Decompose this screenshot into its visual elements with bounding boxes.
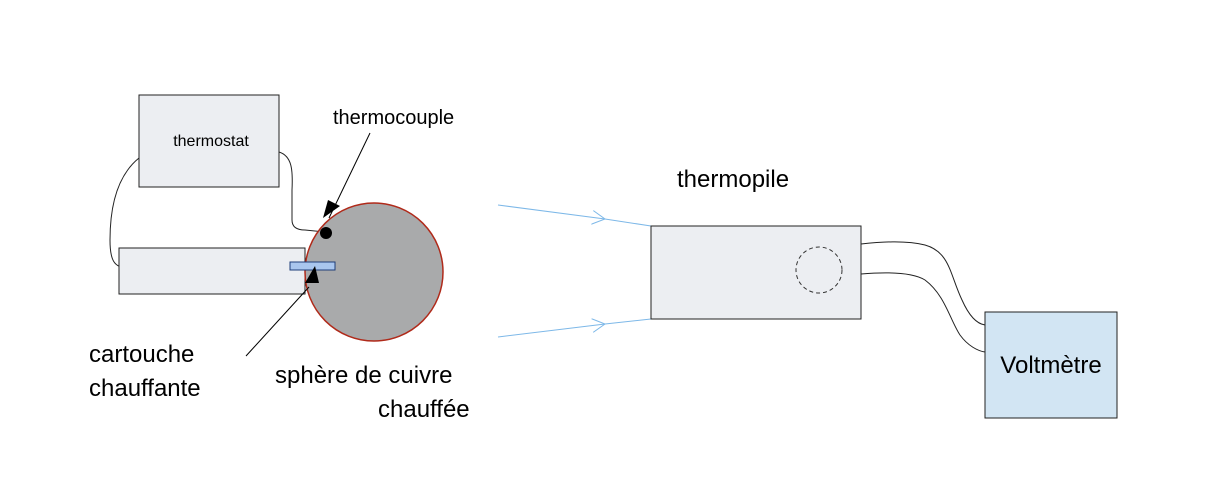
radiation-ray-lower-tail <box>604 318 652 325</box>
heater-label-line1: cartouche <box>89 341 194 368</box>
thermopile-sensor-window <box>795 246 843 294</box>
thermostat-box: thermostat <box>138 94 280 188</box>
voltmeter-box <box>984 311 1118 419</box>
radiation-ray-lower <box>497 324 605 338</box>
thermopile-wire-upper <box>860 241 986 326</box>
thermostat-label: thermostat <box>173 133 249 150</box>
heater-pointer-marker <box>305 266 319 283</box>
thermopile-wire-lower <box>860 272 986 353</box>
thermocouple-label: thermocouple <box>333 107 454 129</box>
thermocouple-pointer-line <box>328 132 371 219</box>
heater-label-line2: chauffante <box>89 375 201 402</box>
thermopile-box <box>650 225 862 320</box>
heater-housing <box>118 247 306 295</box>
sphere-label-line1: sphère de cuivre <box>275 362 452 389</box>
voltmeter-label: Voltmètre <box>1000 352 1101 379</box>
heater-cartridge <box>289 261 336 271</box>
radiation-ray-upper <box>497 204 605 219</box>
radiation-ray-upper-tail <box>604 218 652 227</box>
sphere-label-line2: chauffée <box>378 396 470 423</box>
thermocouple-junction <box>320 227 332 239</box>
heater-pointer-line <box>245 286 310 357</box>
thermopile-label: thermopile <box>677 166 789 193</box>
thermocouple-marker <box>323 200 340 218</box>
copper-sphere <box>304 202 444 342</box>
thermostat-to-thermocouple-wire <box>278 151 326 233</box>
